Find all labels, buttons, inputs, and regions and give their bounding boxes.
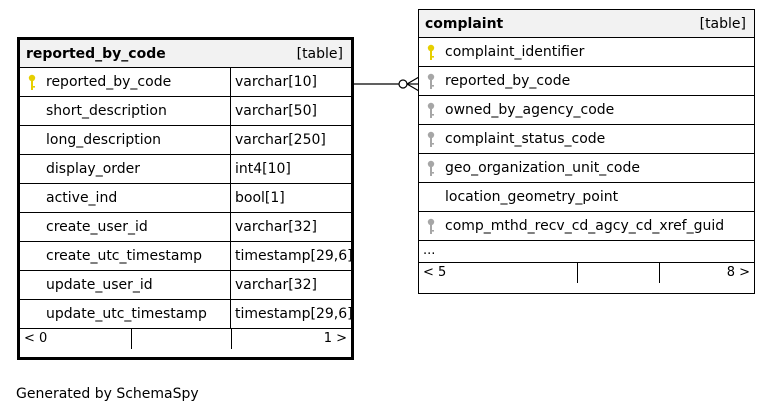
- column-name: owned_by_agency_code: [445, 102, 615, 118]
- column-name: comp_mthd_recv_cd_agcy_cd_xref_guid: [445, 218, 725, 234]
- parents-count[interactable]: 8 >: [726, 265, 750, 280]
- table-name[interactable]: complaint: [425, 16, 504, 32]
- foreign-key-icon: [426, 131, 436, 148]
- column-row[interactable]: geo_organization_unit_code: [419, 154, 754, 183]
- zero-optional-marker: [398, 79, 408, 89]
- column-row[interactable]: active_ind bool[1]: [20, 184, 351, 213]
- column-name: complaint_identifier: [445, 44, 585, 60]
- table-kind-label: [table]: [296, 46, 343, 62]
- column-type: varchar[50]: [235, 103, 317, 119]
- table-header: complaint [table]: [419, 10, 754, 38]
- column-name: update_user_id: [46, 277, 153, 293]
- column-type: varchar[32]: [235, 277, 317, 293]
- column-name: reported_by_code: [445, 73, 571, 89]
- column-row[interactable]: complaint_status_code: [419, 125, 754, 154]
- column-type: bool[1]: [235, 190, 285, 206]
- more-columns-indicator: ...: [419, 241, 754, 263]
- column-name: geo_organization_unit_code: [445, 160, 641, 176]
- parents-count[interactable]: 1 >: [323, 331, 347, 346]
- column-name: display_order: [46, 161, 141, 177]
- column-row[interactable]: complaint_identifier: [419, 38, 754, 67]
- column-row[interactable]: short_description varchar[50]: [20, 97, 351, 126]
- column-type: varchar[32]: [235, 219, 317, 235]
- column-row[interactable]: location_geometry_point: [419, 183, 754, 212]
- column-row[interactable]: display_order int4[10]: [20, 155, 351, 184]
- crowfoot-upper: [406, 76, 420, 85]
- table-footer: < 5 8 >: [419, 263, 754, 283]
- column-row[interactable]: reported_by_code: [419, 67, 754, 96]
- table-name[interactable]: reported_by_code: [26, 46, 166, 62]
- column-type: timestamp[29,6]: [235, 248, 353, 264]
- column-row[interactable]: comp_mthd_recv_cd_agcy_cd_xref_guid: [419, 212, 754, 241]
- generated-by-caption: Generated by SchemaSpy: [16, 386, 199, 402]
- children-count[interactable]: < 5: [423, 265, 447, 280]
- table-kind-label: [table]: [699, 16, 746, 32]
- column-name: reported_by_code: [46, 74, 172, 90]
- children-count[interactable]: < 0: [24, 331, 48, 346]
- crowfoot-lower: [406, 83, 420, 92]
- column-type: varchar[10]: [235, 74, 317, 90]
- column-name: create_utc_timestamp: [46, 248, 203, 264]
- column-row[interactable]: update_utc_timestamp timestamp[29,6]: [20, 300, 353, 329]
- column-row[interactable]: create_user_id varchar[32]: [20, 213, 351, 242]
- foreign-key-icon: [426, 160, 436, 177]
- primary-key-icon: [426, 44, 436, 61]
- column-name: active_ind: [46, 190, 118, 206]
- foreign-key-icon: [426, 102, 436, 119]
- column-type: int4[10]: [235, 161, 291, 177]
- table-footer: < 0 1 >: [20, 329, 351, 349]
- primary-key-icon: [27, 74, 37, 91]
- column-type: varchar[250]: [235, 132, 326, 148]
- column-name: complaint_status_code: [445, 131, 606, 147]
- table-reported-by-code[interactable]: reported_by_code [table] reported_by_cod…: [17, 37, 354, 360]
- column-name: long_description: [46, 132, 162, 148]
- column-name: create_user_id: [46, 219, 148, 235]
- column-row[interactable]: long_description varchar[250]: [20, 126, 351, 155]
- column-row[interactable]: update_user_id varchar[32]: [20, 271, 351, 300]
- column-name: location_geometry_point: [445, 189, 619, 205]
- table-header: reported_by_code [table]: [20, 40, 351, 68]
- column-row[interactable]: reported_by_code varchar[10]: [20, 68, 351, 97]
- column-name: short_description: [46, 103, 167, 119]
- column-name: update_utc_timestamp: [46, 306, 207, 322]
- column-type: timestamp[29,6]: [235, 306, 353, 322]
- column-row[interactable]: owned_by_agency_code: [419, 96, 754, 125]
- column-row[interactable]: create_utc_timestamp timestamp[29,6]: [20, 242, 353, 271]
- foreign-key-icon: [426, 73, 436, 90]
- foreign-key-icon: [426, 218, 436, 235]
